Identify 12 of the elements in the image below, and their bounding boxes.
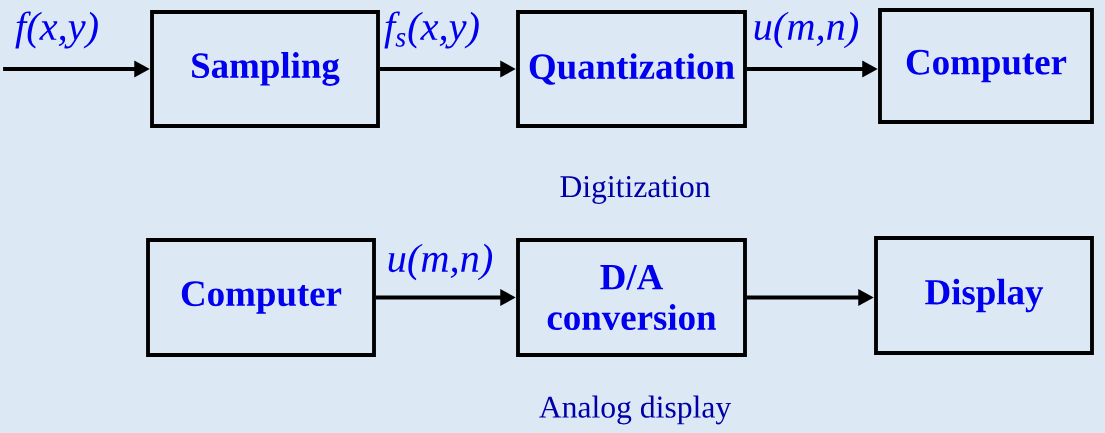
process-box: Display <box>874 236 1094 355</box>
process-box: Sampling <box>150 10 380 128</box>
edge-label: f(x,y) <box>13 9 101 51</box>
process-box: D/A conversion <box>516 238 747 357</box>
process-box: Quantization <box>516 10 747 128</box>
process-box: Computer <box>146 238 376 357</box>
edge-label: f$_{s}$(x,y) <box>382 9 482 51</box>
edge-label: u(m,n) <box>750 9 862 51</box>
edge-label: u(m,n) <box>384 241 496 283</box>
section-caption: Analog display <box>539 395 732 425</box>
section-caption: Digitization <box>560 176 711 204</box>
process-box: Computer <box>878 8 1094 124</box>
